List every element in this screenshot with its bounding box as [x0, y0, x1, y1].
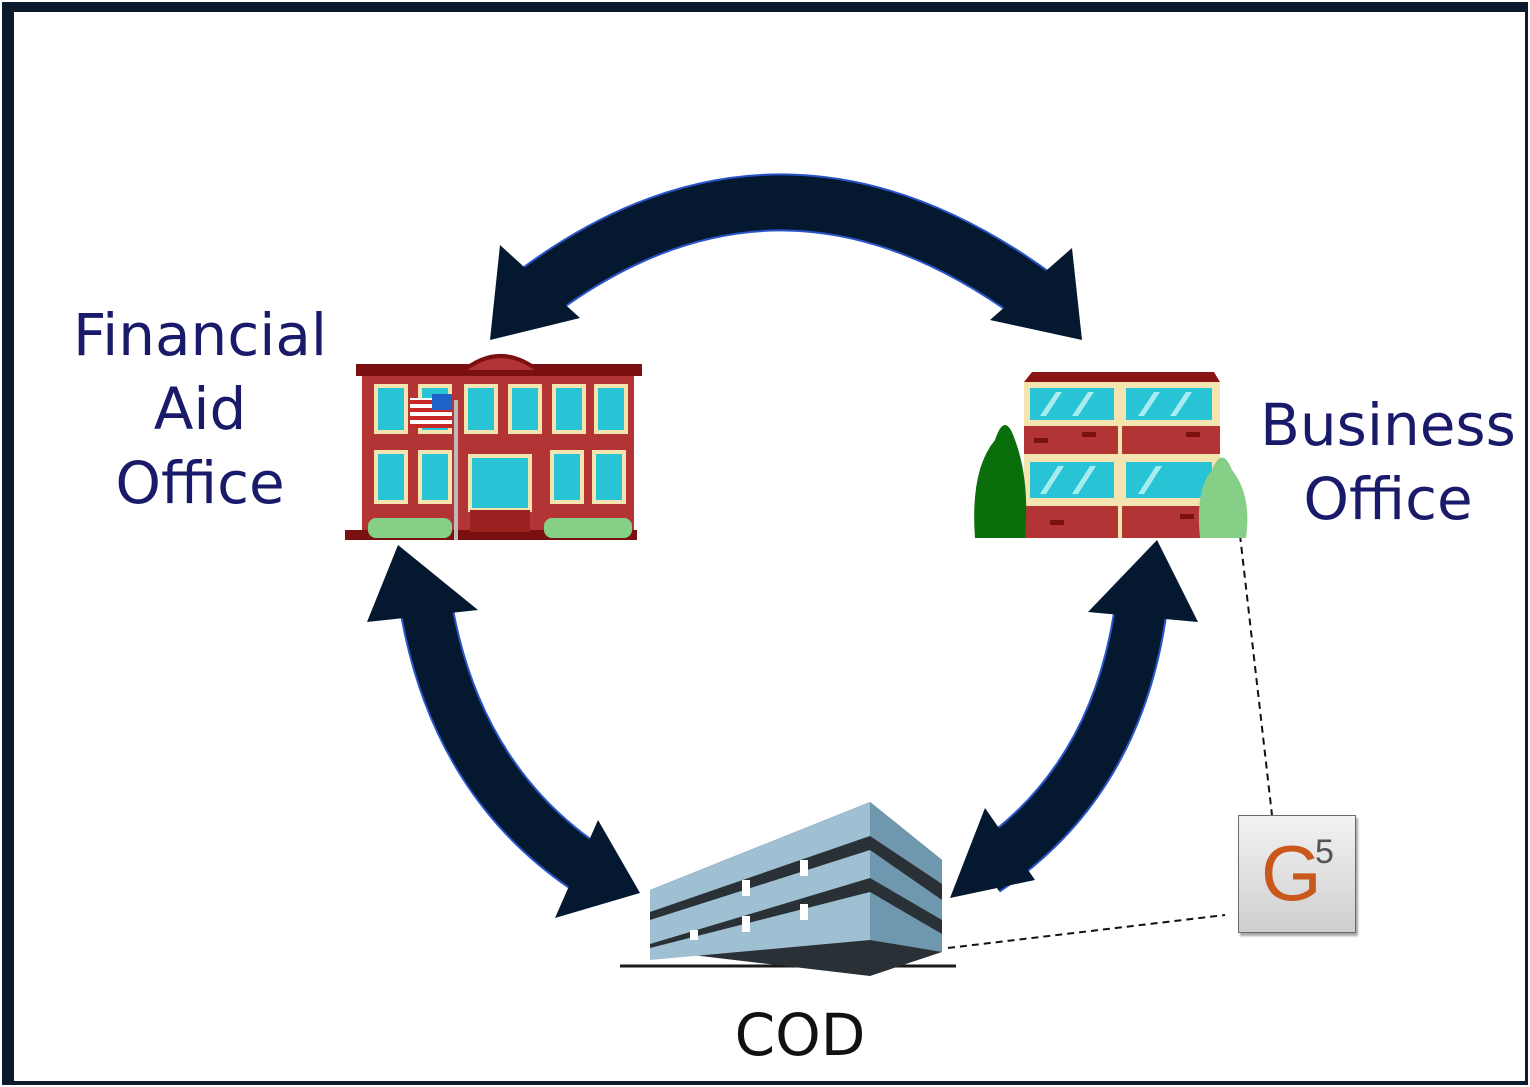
g5-badge: G 5 — [1238, 815, 1356, 933]
business-office-label: Business Office — [1260, 391, 1516, 533]
arrow-business-office-cod — [950, 540, 1198, 898]
badge-connector-lines — [947, 534, 1273, 949]
cod-building-icon — [620, 802, 956, 976]
arrow-financial-aid-cod — [367, 545, 640, 918]
arrow-financial-aid-business-office — [490, 173, 1082, 340]
cod-label: COD — [734, 1001, 866, 1069]
business-office-building-icon — [974, 372, 1248, 538]
g5-superscript: 5 — [1315, 833, 1334, 871]
g5-letter: G — [1261, 829, 1322, 917]
financial-aid-building-icon — [345, 354, 642, 540]
financial-aid-office-label: Financial Aid Office — [73, 301, 327, 517]
